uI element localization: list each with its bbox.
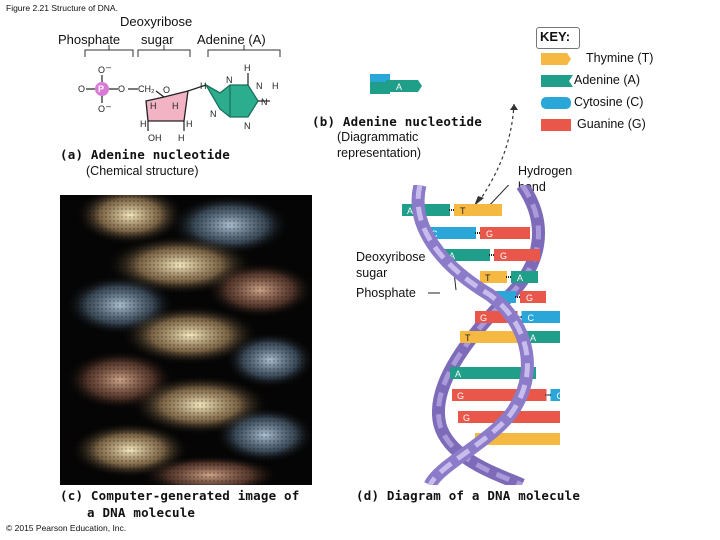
base-pair-8: A <box>450 367 536 379</box>
atom-h-bottom: H <box>178 133 185 143</box>
base-g-right <box>480 227 530 239</box>
guanine-swatch-icon <box>541 119 571 131</box>
label-phosphate: Phosphate <box>58 32 121 47</box>
key-box <box>536 27 580 49</box>
key-label-thymine: Thymine (T) <box>586 51 654 65</box>
atom-p: P <box>98 84 104 94</box>
atom-o-bottom: O <box>98 104 105 114</box>
panel-c-caption-2: a DNA molecule <box>87 505 196 520</box>
base-c-left <box>426 227 476 239</box>
atom-h-ring-1: H <box>150 101 157 111</box>
cytosine-swatch-icon <box>541 97 571 109</box>
base-c-right <box>521 311 560 323</box>
dna-double-helix: ATCGAGTACGGCTAAGCGCTA <box>402 185 560 485</box>
base-label-right: A <box>530 333 536 343</box>
atom-n-1: N <box>226 75 233 85</box>
label-sugar: sugar <box>141 32 174 47</box>
panel-a-caption: (a) Adenine nucleotide <box>60 147 230 162</box>
panel-b-subcaption-1: (Diagrammatic <box>337 130 419 144</box>
base-label-left: T <box>465 333 471 343</box>
base-g-right <box>494 249 540 261</box>
base-a-right <box>511 271 538 283</box>
thymine-swatch-icon <box>541 53 571 65</box>
adenine-swatch-icon <box>541 75 573 87</box>
base-label-left: C <box>431 229 438 239</box>
base-a-left <box>444 249 490 261</box>
key-title: KEY: <box>540 29 571 44</box>
panel-d-caption: (d) Diagram of a DNA molecule <box>356 488 581 503</box>
base-a-right <box>524 331 560 343</box>
atom-n-5: N <box>210 109 217 119</box>
base-label-left: A <box>407 206 413 216</box>
panel-b-caption: (b) Adenine nucleotide <box>312 114 482 129</box>
atom-n-3: N <box>261 97 268 107</box>
base-letter-a: A <box>396 82 402 92</box>
base-label-right: G <box>486 229 493 239</box>
figure-title: Figure 2.21 Structure of DNA. <box>6 3 118 13</box>
adenine-chemical-structure: O – O P O O – CH₂ O H H H H OH H H N H N… <box>78 45 281 143</box>
base-t-left <box>480 271 507 283</box>
atom-h-base: H <box>200 81 207 91</box>
key-label-adenine: Adenine (A) <box>574 73 641 87</box>
phosphorus-atom-icon <box>95 82 109 96</box>
atom-h-ring-2: H <box>172 101 179 111</box>
atom-n-4: N <box>244 121 251 131</box>
atom-o-top: O <box>98 65 105 75</box>
label-adenine: Adenine (A) <box>197 32 266 47</box>
base-g-right <box>520 291 546 303</box>
sugar-ring-icon <box>145 90 189 122</box>
base-label-right: C <box>528 313 535 323</box>
atom-o-left: O <box>78 84 85 94</box>
backbone-strand-front <box>411 185 534 485</box>
base-label-right: G <box>500 251 507 261</box>
charge-minus-top: – <box>106 62 111 72</box>
base-label-left: G <box>463 413 470 423</box>
atom-h-nh: H <box>244 63 251 73</box>
copyright: © 2015 Pearson Education, Inc. <box>6 523 127 533</box>
atom-oh: OH <box>148 133 162 143</box>
base-label-left: T <box>485 273 491 283</box>
label-deoxyribose-sugar-1: Deoxyribose <box>356 250 426 264</box>
atom-ch2: CH₂ <box>138 84 155 94</box>
charge-minus-bottom: – <box>106 101 111 111</box>
panel-b-subcaption-2: representation) <box>337 146 422 160</box>
base-g-left <box>452 389 547 401</box>
base-t-right <box>454 204 502 216</box>
label-hydrogen-bond-1: Hydrogen <box>518 164 573 178</box>
base-label-left: G <box>480 313 487 323</box>
atom-o-ring: O <box>163 85 170 95</box>
adenine-nucleotide-diagram: A <box>370 74 422 94</box>
dashed-arrow-icon <box>474 103 518 206</box>
key-label-guanine: Guanine (G) <box>577 117 646 131</box>
base-label-right: G <box>526 293 533 303</box>
dna-space-filling-image <box>60 195 312 485</box>
label-deoxyribose-sugar-2: sugar <box>356 266 388 280</box>
atom-h-ring-3: H <box>140 119 147 129</box>
atom-h-nh2: H <box>272 81 279 91</box>
base-label-right: A <box>517 273 523 283</box>
atom-o-right: O <box>118 84 125 94</box>
base-label-left: A <box>455 369 461 379</box>
base-label-right: C <box>557 391 561 401</box>
panel-c-caption-1: (c) Computer-generated image of <box>60 488 300 503</box>
key-label-cytosine: Cytosine (C) <box>574 95 644 109</box>
base-a-left <box>450 367 536 379</box>
base-label-right: T <box>460 206 466 216</box>
base-t-left <box>460 331 520 343</box>
label-deoxyribose: Deoxyribose <box>120 14 193 29</box>
base-label-left: A <box>449 251 455 261</box>
label-phosphate-d: Phosphate <box>356 286 416 300</box>
panel-a-subcaption: (Chemical structure) <box>86 164 199 178</box>
atom-n-2: N <box>256 81 263 91</box>
base-label-left: G <box>457 391 464 401</box>
atom-h-ring-4: H <box>186 119 193 129</box>
base-c-right <box>550 389 560 401</box>
